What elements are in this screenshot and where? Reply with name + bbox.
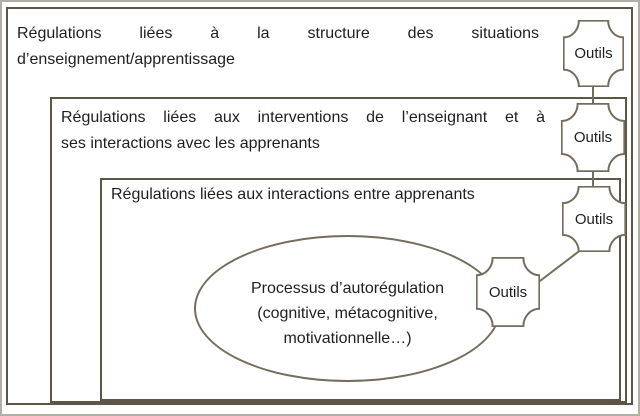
- box-enseignant-text: Régulations liées aux interventions de l…: [52, 99, 625, 157]
- badge-label: Outils: [574, 45, 613, 62]
- box-structure-line2: d’enseignement/apprentissage: [17, 51, 235, 68]
- ellipse-autoregulation: Processus d’autorégulation (cognitive, m…: [194, 235, 501, 382]
- plaque-shape-icon: [561, 103, 625, 172]
- box-apprenants-text: Régulations liées aux interactions entre…: [102, 180, 619, 208]
- box-apprenants-line1: Régulations liées aux interactions entre…: [111, 186, 475, 203]
- box-structure-text: Régulations liées à la structure des sit…: [8, 9, 631, 73]
- box-structure: Régulations liées à la structure des sit…: [6, 7, 633, 405]
- badge-label: Outils: [488, 283, 528, 301]
- box-apprenants: Régulations liées aux interactions entre…: [100, 178, 621, 401]
- box-enseignant: Régulations liées aux interventions de l…: [50, 97, 627, 403]
- badge-outils-1: Outils: [563, 20, 624, 87]
- badge-label: Outils: [573, 129, 613, 146]
- box-structure-line1: Régulations liées à la structure des sit…: [17, 25, 539, 42]
- ellipse-line2: (cognitive, métacognitive,: [257, 305, 438, 322]
- plaque-shape-icon: [562, 186, 626, 252]
- badge-outils-3: Outils: [562, 186, 626, 252]
- plaque-shape-icon: [563, 20, 624, 87]
- box-enseignant-line2: ses interactions avec les apprenants: [61, 135, 320, 152]
- badge-outils-2: Outils: [561, 103, 625, 172]
- box-enseignant-line1: Régulations liées aux interventions de l…: [61, 109, 545, 126]
- badge-label: Outils: [574, 210, 614, 228]
- ellipse-line3: motivationnelle…): [283, 330, 412, 347]
- plaque-shape-icon: [476, 257, 540, 327]
- badge-outils-4: Outils: [476, 257, 540, 327]
- ellipse-line1: Processus d’autorégulation: [250, 280, 444, 297]
